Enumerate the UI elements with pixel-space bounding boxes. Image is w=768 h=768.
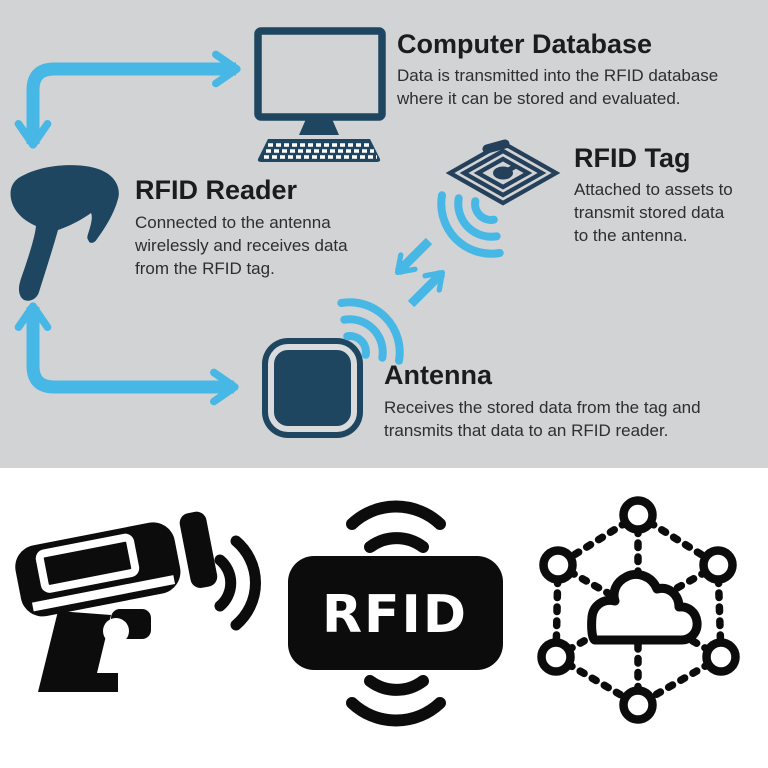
rfid-signal-badge-icon: RFID bbox=[288, 500, 503, 727]
antenna-signal-waves-icon bbox=[337, 298, 404, 365]
rfid-badge-text: RFID bbox=[322, 585, 468, 645]
diagram-graphics-layer bbox=[10, 27, 561, 438]
icon-strip-graphics: RFID bbox=[15, 496, 740, 727]
network-nodes bbox=[537, 496, 740, 724]
scanner-signal-waves-icon bbox=[214, 535, 261, 631]
rfid-reader-desc-line1: Connected to the antenna bbox=[135, 212, 331, 232]
rfid-reader-label: RFID Reader Connected to the antenna wir… bbox=[135, 175, 348, 280]
antenna-desc-line2: transmits that data to an RFID reader. bbox=[384, 420, 669, 440]
computer-database-desc-line1: Data is transmitted into the RFID databa… bbox=[397, 65, 719, 85]
computer-monitor-keyboard-icon bbox=[254, 27, 386, 162]
rfid-tag-coil-icon bbox=[445, 139, 561, 206]
rfid-reader-desc-line2: wirelessly and receives data bbox=[135, 235, 348, 255]
icon-strip: RFID bbox=[0, 468, 768, 768]
arrow-antenna-to-tag bbox=[407, 269, 446, 308]
cloud-network-icon bbox=[537, 496, 740, 724]
computer-database-label: Computer Database Data is transmitted in… bbox=[397, 29, 719, 110]
rfid-tag-desc-line2: transmit stored data bbox=[574, 202, 725, 222]
rfid-tag-label: RFID Tag Attached to assets to transmit … bbox=[574, 143, 733, 247]
arrow-tag-to-antenna bbox=[394, 237, 433, 276]
arrow-reader-computer bbox=[14, 50, 241, 149]
antenna-label: Antenna Receives the stored data from th… bbox=[384, 360, 701, 442]
rfid-tag-title: RFID Tag bbox=[574, 143, 691, 173]
arrow-reader-antenna bbox=[14, 302, 239, 406]
rfid-scanner-gun-icon bbox=[15, 511, 261, 692]
computer-database-desc-line2: where it can be stored and evaluated. bbox=[397, 88, 681, 108]
antenna-title: Antenna bbox=[384, 360, 492, 390]
antenna-pad-icon bbox=[262, 338, 363, 438]
rfid-reader-desc-line3: from the RFID tag. bbox=[135, 258, 275, 278]
rfid-tag-desc-line1: Attached to assets to bbox=[574, 179, 733, 199]
cloud-icon bbox=[587, 570, 702, 645]
tag-signal-waves-icon bbox=[437, 191, 504, 258]
rfid-diagram-panel: Computer Database Data is transmitted in… bbox=[0, 0, 768, 468]
antenna-desc-line1: Receives the stored data from the tag an… bbox=[384, 397, 701, 417]
handheld-rfid-reader-icon bbox=[10, 165, 119, 301]
computer-database-title: Computer Database bbox=[397, 29, 653, 59]
rfid-reader-title: RFID Reader bbox=[135, 175, 298, 205]
rfid-tag-desc-line3: to the antenna. bbox=[574, 225, 688, 245]
